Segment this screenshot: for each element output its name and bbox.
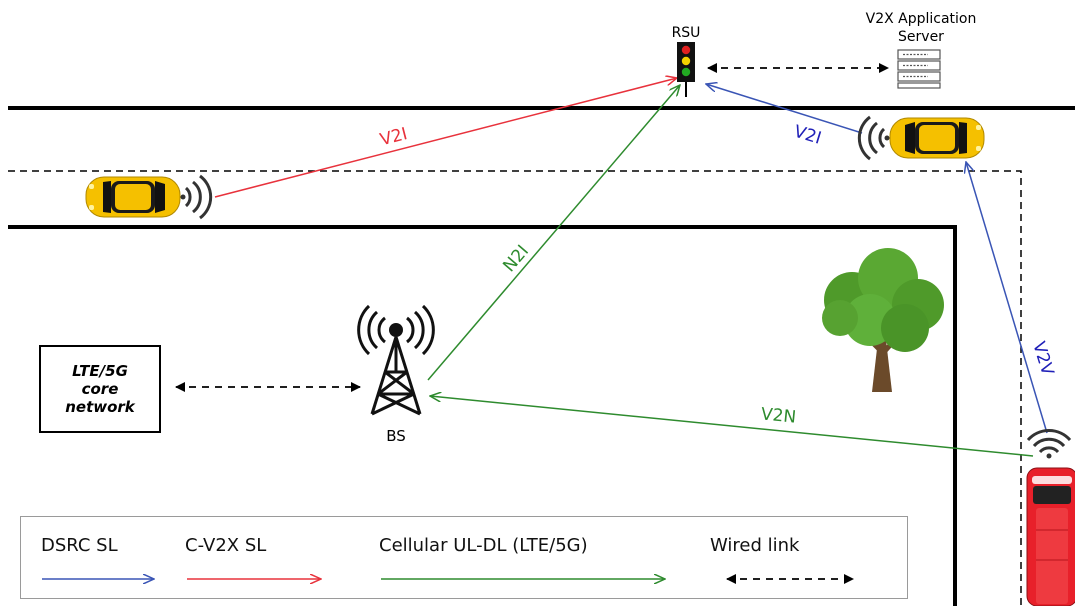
road-center-line: [8, 170, 1022, 606]
signal-waves-van-icon: [1026, 429, 1072, 459]
server-label-line1: V2X Application: [866, 11, 977, 27]
cell-tower-icon: [357, 304, 435, 416]
v2v-label: V2V: [1028, 339, 1057, 378]
n2i-label: N2I: [499, 241, 533, 276]
n2i-link: [427, 85, 680, 381]
v2v-link: [966, 162, 1048, 434]
legend-cv2x-label: C-V2X SL: [185, 535, 267, 556]
road-inner-edge: [8, 225, 957, 606]
car-right-icon: [889, 117, 985, 159]
core-network-label-line3: network: [65, 398, 135, 416]
server-icon: [897, 49, 941, 89]
legend-symbols: [42, 574, 854, 584]
v2n-link: [430, 396, 1034, 457]
legend-cellular-label: Cellular UL-DL (LTE/5G): [379, 535, 588, 556]
signal-waves-left-icon: [180, 174, 213, 220]
core-network-label-line2: core: [81, 380, 119, 398]
legend: DSRC SL C-V2X SL Cellular UL-DL (LTE/5G)…: [20, 516, 908, 599]
v2i-label-right: V2I: [791, 122, 823, 149]
car-left-icon: [85, 176, 181, 218]
legend-dsrc-label: DSRC SL: [41, 535, 118, 556]
v2i-label-left: V2I: [378, 124, 410, 150]
core-network-label-line1: LTE/5G: [72, 362, 128, 380]
rsu-label: RSU: [672, 25, 701, 41]
traffic-light-icon: [677, 42, 695, 97]
signal-waves-right-icon: [857, 115, 890, 161]
v2i-link-right: [706, 84, 863, 134]
v2i-link-left: [214, 78, 677, 198]
v2n-label: V2N: [760, 404, 797, 427]
bs-label: BS: [386, 427, 406, 445]
tree-icon: [822, 248, 944, 392]
van-icon: [1026, 467, 1075, 606]
legend-wired-label: Wired link: [710, 535, 800, 556]
server-label-line2: Server: [898, 29, 944, 45]
core-network-box: LTE/5G core network: [39, 345, 161, 433]
